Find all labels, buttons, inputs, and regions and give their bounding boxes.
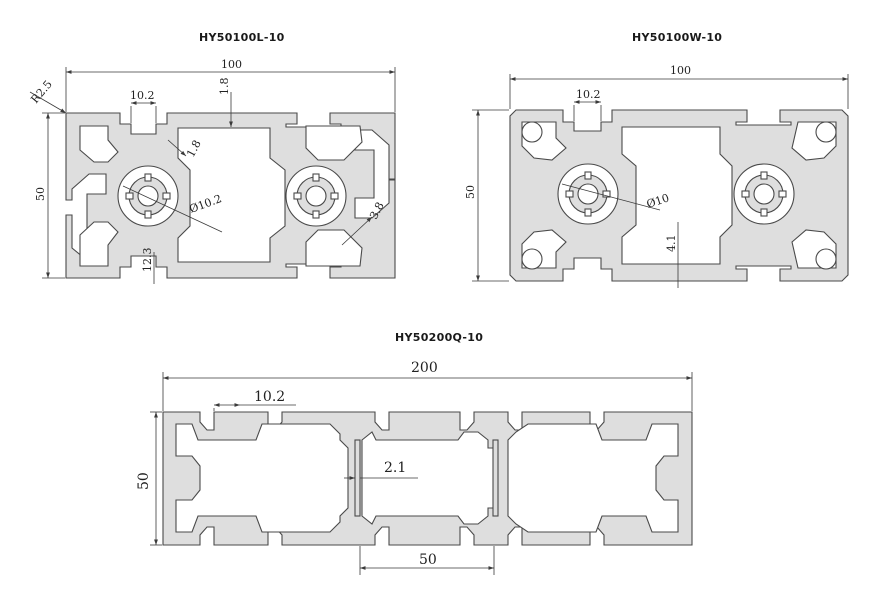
profile-q-web-left bbox=[354, 439, 361, 517]
profile-l-bore-right bbox=[305, 185, 327, 207]
dim-l-height: 50 bbox=[34, 187, 47, 201]
profile-l-bore-left bbox=[137, 185, 159, 207]
profile-w-drawing bbox=[472, 74, 849, 288]
profile-l-cavity-left-bottom bbox=[79, 221, 119, 267]
dim-l-foot: 12.3 bbox=[141, 248, 154, 273]
profile-title-l: HY50100L-10 bbox=[199, 31, 285, 44]
profile-l-cavity-center bbox=[177, 127, 286, 263]
dim-q-slot: 10.2 bbox=[254, 389, 285, 405]
profile-w-corner-hole-tr bbox=[815, 121, 837, 143]
profile-w-bore-left bbox=[577, 183, 599, 205]
dim-w-slot: 10.2 bbox=[576, 88, 601, 101]
dim-w-width: 100 bbox=[670, 64, 691, 77]
profile-q-drawing bbox=[150, 372, 693, 575]
dim-w-web: 4.1 bbox=[665, 235, 678, 253]
profile-w-cavity-center bbox=[621, 126, 733, 265]
profile-title-w: HY50100W-10 bbox=[632, 31, 723, 44]
profile-w-corner-hole-br bbox=[815, 248, 837, 270]
profile-q-cavity-3 bbox=[507, 423, 679, 533]
dim-l-radius: R2.5 bbox=[28, 78, 55, 106]
dim-q-height: 50 bbox=[136, 472, 152, 490]
dim-q-web: 2.1 bbox=[384, 460, 406, 476]
dim-l-wall-top: 1.8 bbox=[218, 78, 231, 96]
profile-q-cavity-1 bbox=[175, 423, 349, 533]
dim-l-slot: 10.2 bbox=[130, 89, 155, 102]
dim-l-width: 100 bbox=[221, 58, 242, 71]
profile-l-bore-teeth bbox=[125, 173, 339, 219]
profile-l-cavity-left-top bbox=[79, 125, 119, 163]
profile-l-drawing bbox=[29, 67, 396, 284]
profile-title-q: HY50200Q-10 bbox=[395, 331, 484, 344]
profile-w-corner-hole-bl bbox=[521, 248, 543, 270]
profile-l-cavity-right-top bbox=[305, 125, 363, 161]
dim-q-pitch: 50 bbox=[419, 552, 437, 568]
profile-q-web-right bbox=[492, 439, 499, 517]
dim-q-width: 200 bbox=[411, 360, 438, 376]
profile-w-bore-right bbox=[753, 183, 775, 205]
dim-w-height: 50 bbox=[464, 185, 477, 199]
profile-w-corner-hole-tl bbox=[521, 121, 543, 143]
profile-w-bore-teeth bbox=[565, 171, 787, 217]
